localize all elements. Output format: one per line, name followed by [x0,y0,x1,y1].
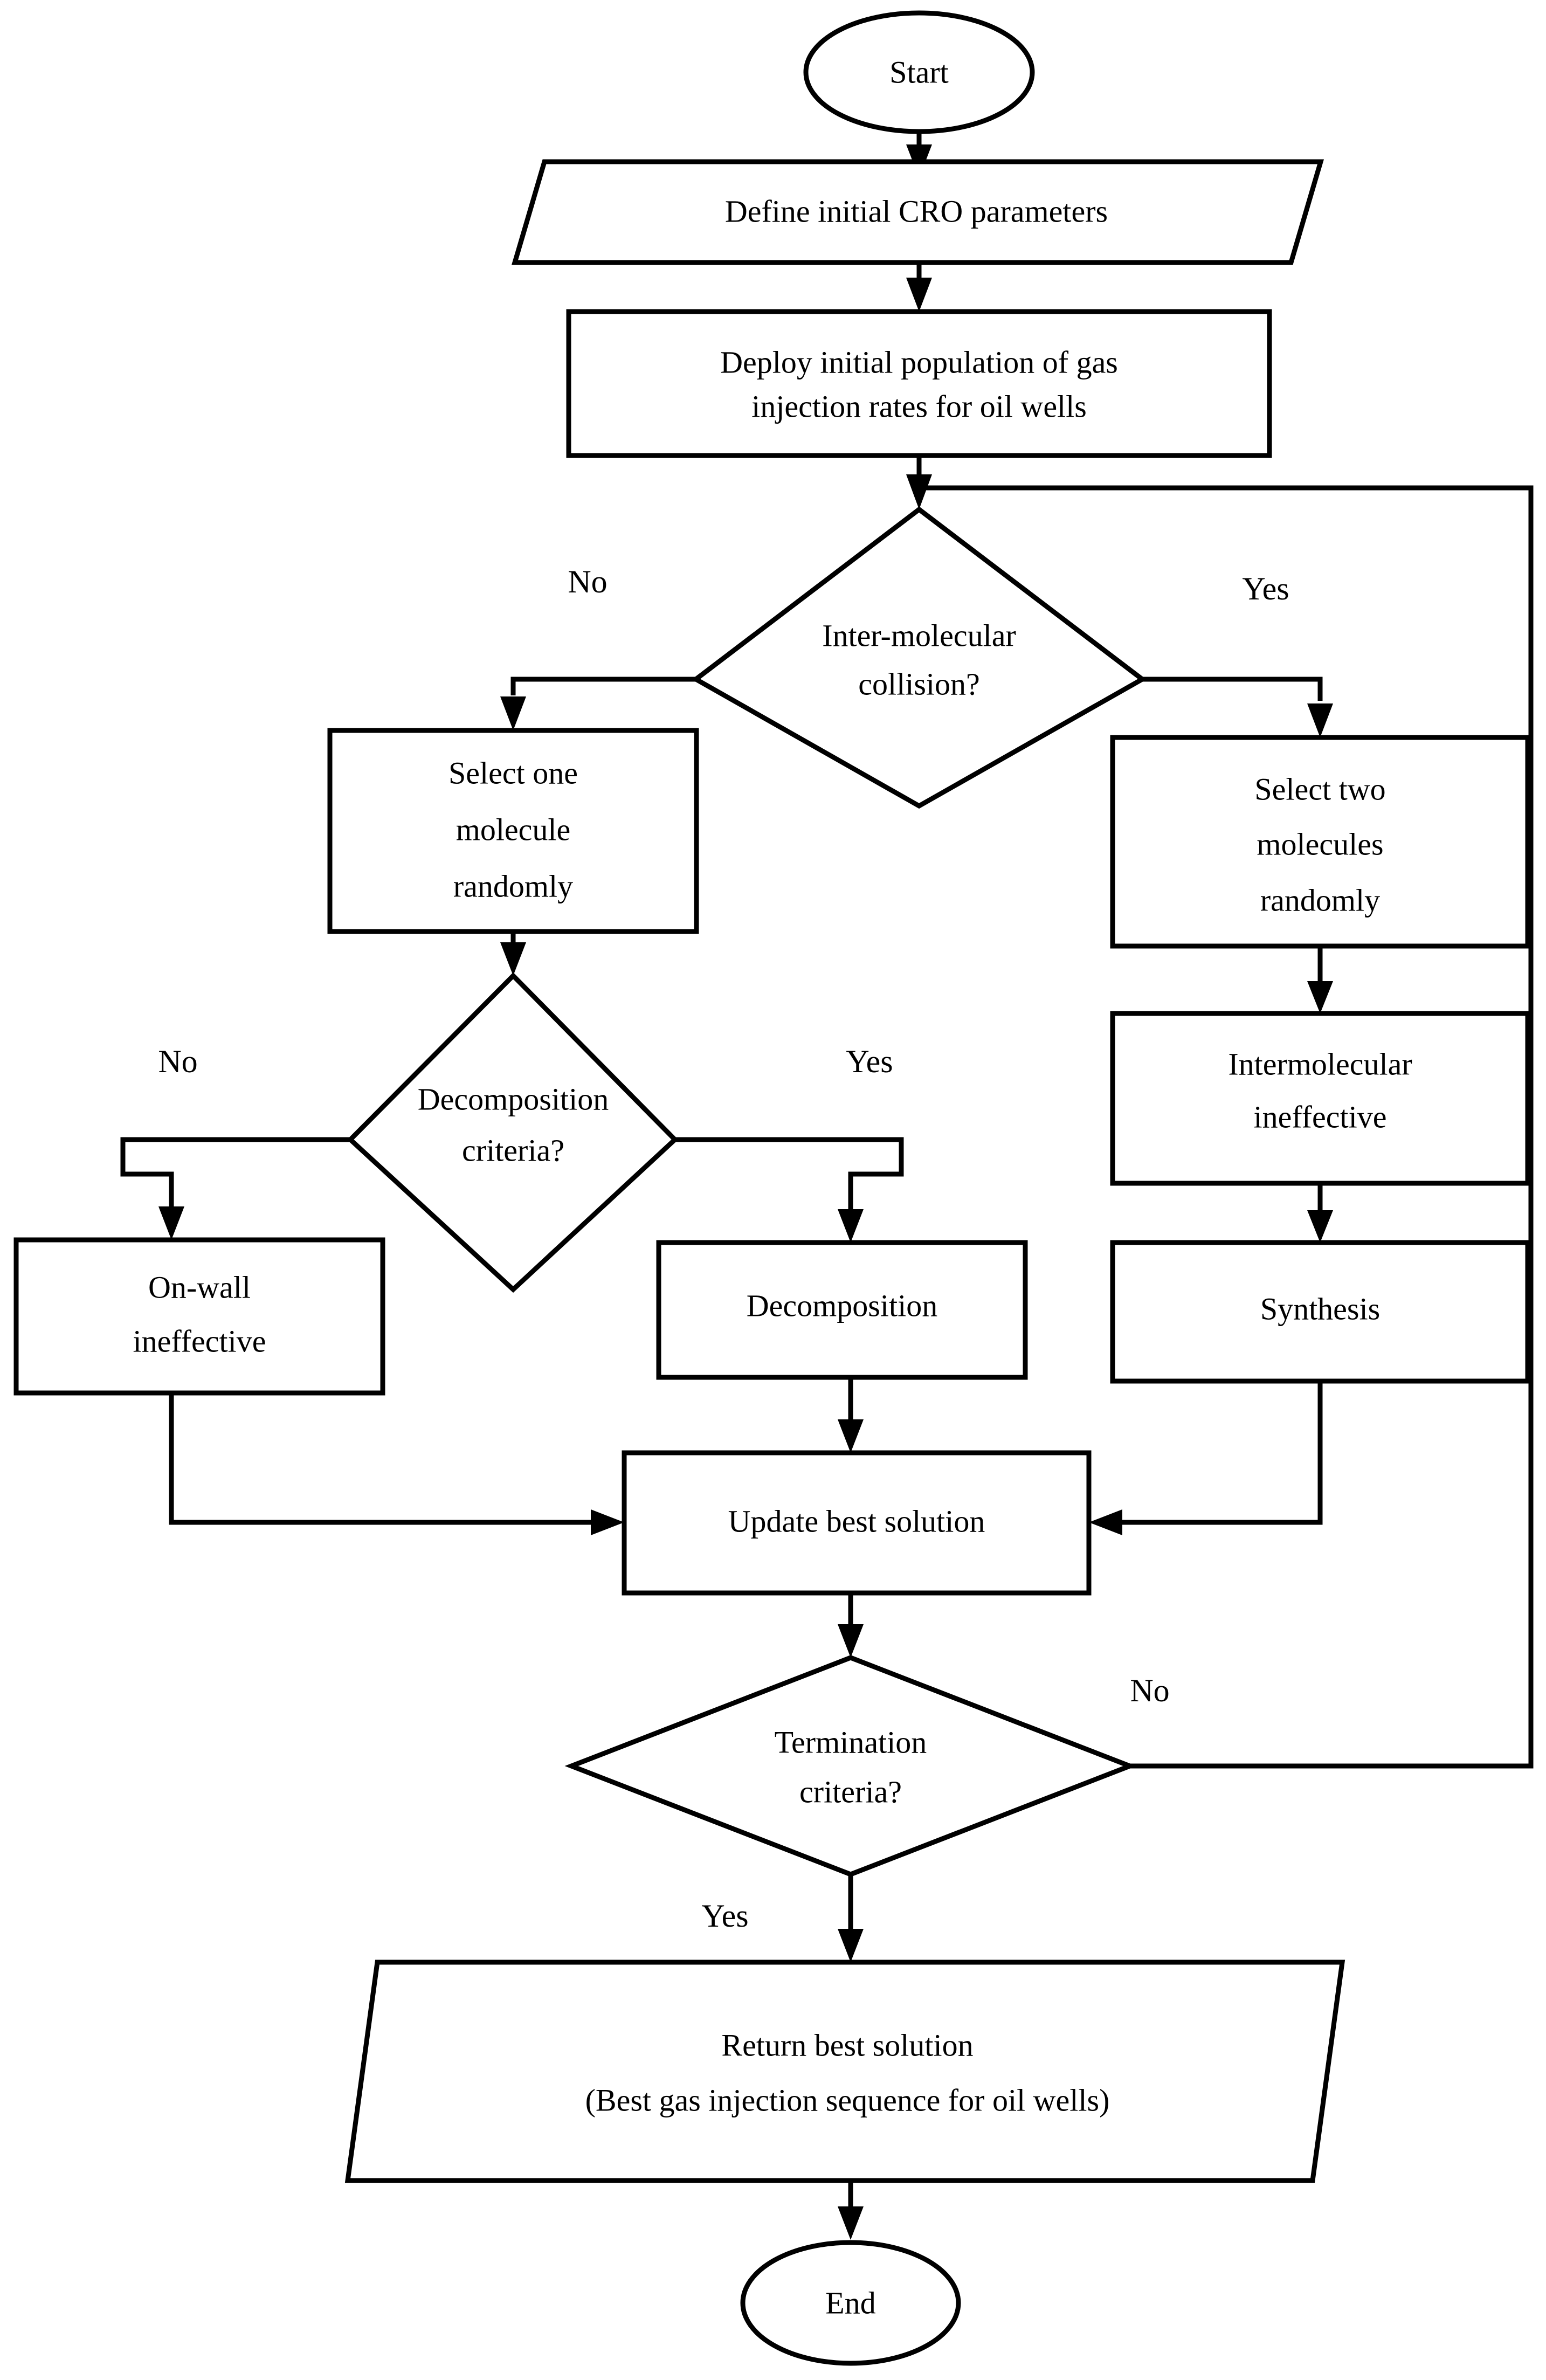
branch-label-decomp-yes: Yes [846,1044,893,1079]
edge-update-to-termination [838,1593,864,1658]
node-on-wall-label-line1: On-wall [148,1270,251,1305]
node-termination-criteria[interactable]: Termination criteria? [564,1655,1137,1877]
node-termination-label-line1: Termination [775,1724,927,1760]
node-deploy-population[interactable]: Deploy initial population of gas injecti… [566,309,1272,458]
node-end[interactable]: End [740,2240,961,2366]
node-collision-label-line1: Inter-molecular [822,618,1016,653]
node-return-best-solution[interactable]: Return best solution (Best gas injection… [344,1960,1345,2183]
node-decomposition-label: Decomposition [747,1288,937,1323]
node-end-label: End [825,2285,875,2320]
branch-label-collision-no: No [568,564,607,599]
node-select-one-label-line1: Select one [448,755,578,790]
branch-label-decomp-no: No [158,1044,197,1079]
edge-return-to-end [838,2181,864,2240]
node-select-two-molecules[interactable]: Select two molecules randomly [1110,735,1530,949]
edge-termination-yes [838,1874,864,1962]
node-start-label: Start [889,54,949,89]
node-intermolecular-collision[interactable]: Inter-molecular collision? [691,506,1147,809]
node-select-one-molecule[interactable]: Select one molecule randomly [327,728,699,934]
node-select-one-label-line3: randomly [453,868,573,903]
node-update-best-solution[interactable]: Update best solution [622,1450,1092,1596]
node-select-two-label-line3: randomly [1260,882,1380,917]
node-intermolecular-ineffective[interactable]: Intermolecular ineffective [1110,1011,1530,1186]
node-intermolecular-ineffective-label-line2: ineffective [1254,1099,1387,1134]
node-decomposition[interactable]: Decomposition [656,1240,1028,1380]
branch-label-termination-no: No [1130,1673,1169,1708]
node-collision-label-line2: collision? [858,666,980,701]
edge-synthesis-to-update [1089,1381,1323,1535]
node-define-params[interactable]: Define initial CRO parameters [511,159,1324,265]
node-select-two-label-line2: molecules [1257,826,1383,861]
node-synthesis[interactable]: Synthesis [1110,1240,1530,1384]
branch-label-collision-yes: Yes [1242,571,1289,606]
node-synthesis-label: Synthesis [1260,1291,1380,1326]
edge-define-to-deploy [906,263,932,312]
node-update-best-label: Update best solution [728,1503,985,1539]
node-decomp-criteria-label-line1: Decomposition [418,1081,609,1116]
node-select-two-label-line1: Select two [1254,771,1385,806]
node-return-best-label-line2: (Best gas injection sequence for oil wel… [585,2082,1110,2117]
node-deploy-population-label-line2: injection rates for oil wells [751,389,1087,424]
node-deploy-population-label-line1: Deploy initial population of gas [720,344,1118,380]
edge-decomp-no [120,1137,350,1240]
node-termination-label-line2: criteria? [799,1774,902,1809]
edge-termination-no-feedback [919,485,1534,1769]
edge-deploy-to-collision [906,456,932,509]
edge-decomp-yes [675,1137,904,1243]
edge-selecttwo-to-intermolecular [1307,946,1333,1013]
edge-collision-yes [1142,677,1333,737]
edge-intermolecular-to-synthesis [1307,1183,1333,1243]
node-decomp-criteria-label-line2: criteria? [462,1133,564,1168]
node-select-one-label-line2: molecule [456,812,571,847]
node-return-best-label-line1: Return best solution [721,2027,973,2062]
branch-label-termination-yes: Yes [701,1898,748,1934]
node-define-params-label: Define initial CRO parameters [725,194,1108,229]
edge-onwall-to-update [169,1393,624,1535]
node-on-wall-ineffective[interactable]: On-wall ineffective [13,1237,385,1396]
edge-decomposition-to-update [838,1377,864,1453]
node-intermolecular-ineffective-label-line1: Intermolecular [1228,1046,1412,1081]
node-start[interactable]: Start [803,10,1035,134]
node-on-wall-label-line2: ineffective [133,1323,266,1358]
edge-collision-no [500,677,696,730]
edge-selectone-to-decomp-criteria [500,932,526,976]
node-decomposition-criteria[interactable]: Decomposition criteria? [347,972,679,1293]
